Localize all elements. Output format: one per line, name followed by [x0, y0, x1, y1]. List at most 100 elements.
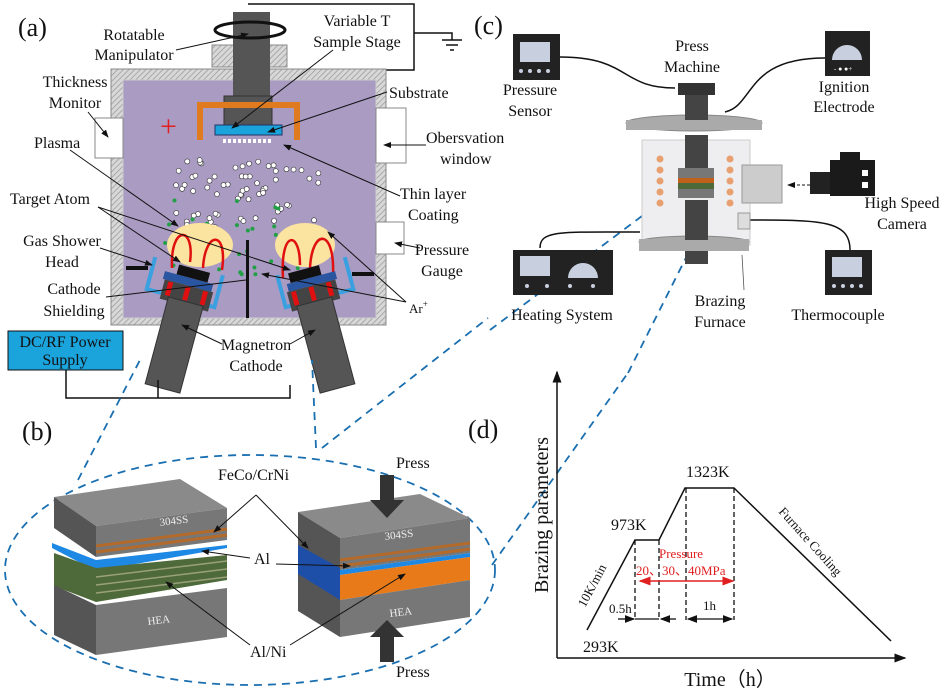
- press-down-arrow-icon: [370, 475, 404, 518]
- target-atom: [220, 182, 227, 188]
- press-machine: [678, 83, 715, 95]
- sample-stack-layer: [678, 178, 714, 183]
- argon-ion: [235, 199, 240, 204]
- heating-rate-label: 10K/min: [574, 561, 609, 609]
- rotation-arrow-icon: [213, 20, 287, 40]
- target-atom: [173, 210, 180, 216]
- block-label: HEA: [389, 605, 413, 620]
- target-atom: [192, 172, 199, 179]
- label: Head: [45, 254, 79, 271]
- stage-body: [223, 95, 273, 127]
- furnace-cooling-label: Furnace Cooling: [776, 504, 846, 579]
- target-atom: [271, 218, 277, 224]
- heating-coil: [656, 188, 664, 196]
- target-atom: [246, 160, 252, 167]
- label: Target Atom: [10, 191, 90, 208]
- target-atom: [290, 166, 297, 173]
- label: Plasma: [34, 135, 80, 152]
- al-label: Al: [254, 551, 271, 568]
- argon-ion: [276, 206, 281, 211]
- temp-973-label: 973K: [611, 517, 647, 534]
- heating-coil: [656, 177, 664, 185]
- block-label: 304SS: [159, 514, 189, 529]
- temp-1323-label: 1323K: [686, 464, 730, 481]
- label: Gas Shower: [23, 233, 101, 250]
- label: window: [440, 151, 492, 168]
- stack-before-brazing: 304SS HEA: [52, 479, 228, 655]
- argon-ion: [234, 223, 239, 228]
- panel-c-labels: Pressure Sensor Press Machine Ignition E…: [503, 38, 940, 331]
- press-ram-base: [685, 251, 708, 264]
- target-atom: [245, 196, 252, 203]
- argon-ion: [167, 222, 172, 227]
- heating-coil: [656, 199, 664, 207]
- label: Pressure: [415, 242, 469, 259]
- power-supply-box: [7, 330, 124, 371]
- label: Shielding: [43, 303, 104, 320]
- plasma-right: [275, 223, 335, 267]
- power-wire: [65, 370, 291, 399]
- label: Thermocouple: [791, 307, 884, 324]
- panel-b-tag: (b): [22, 417, 52, 446]
- panel-c-brazing-setup: (c): [474, 11, 940, 331]
- heating-coil: [726, 155, 734, 163]
- feco-label: FeCo/CrNi: [218, 467, 290, 484]
- pressure-values-label: 20、30、40MPa: [636, 563, 726, 578]
- heating-coil: [726, 166, 734, 174]
- target-atom: [212, 210, 219, 217]
- panel-b-joint-assembly: (b) 304SS HEA: [4, 179, 721, 686]
- target-atom: [184, 158, 191, 165]
- thermocouple-icon: [825, 250, 872, 295]
- svg-text:- ● ●+: - ● ●+: [834, 65, 852, 73]
- argon-ion: [295, 266, 300, 271]
- panel-a-leader-lines: [69, 32, 426, 345]
- label: Coating: [408, 207, 459, 224]
- heating-coil: [656, 166, 664, 174]
- label: Heating System: [511, 307, 613, 324]
- target-atom: [252, 215, 259, 221]
- plus-sign-icon: +: [160, 110, 177, 143]
- target-atom: [211, 173, 218, 180]
- magnetic-field-lines: [170, 233, 335, 279]
- label: Variable T: [324, 13, 391, 30]
- target-atom: [175, 168, 182, 174]
- target-atom: [283, 166, 290, 173]
- hold-1h-label: 1h: [703, 598, 717, 613]
- cables: [539, 56, 851, 251]
- target-atom: [239, 163, 246, 170]
- argon-ion: [250, 226, 255, 231]
- press-up-arrow-icon: [370, 620, 404, 662]
- argon-ion: [272, 224, 277, 229]
- label: Cathode: [229, 358, 282, 375]
- label: Press: [675, 38, 709, 55]
- label: Ar+: [409, 299, 428, 316]
- label: Manipulator: [94, 47, 174, 64]
- manipulator-shaft: [233, 12, 270, 100]
- label: Thin layer: [400, 186, 467, 203]
- ignition-electrode-icon: - ● ●+: [825, 31, 870, 76]
- argon-ion: [239, 272, 244, 277]
- target-atom: [306, 175, 313, 182]
- alni-label: Al/Ni: [250, 644, 287, 661]
- target-atom: [243, 186, 250, 192]
- viewport: [741, 164, 783, 204]
- target-atom: [181, 182, 188, 188]
- argon-ion: [269, 259, 274, 264]
- argon-ion: [163, 241, 168, 246]
- label: Substrate: [389, 85, 449, 102]
- pressure-gauge-port: [375, 221, 405, 255]
- target-atom: [272, 168, 279, 174]
- power-supply-label: DC/RF Power: [19, 334, 111, 351]
- pressure-label: Pressure: [659, 546, 703, 561]
- label: Monitor: [49, 95, 102, 112]
- panel-b-leader-lines: [165, 494, 406, 646]
- label: Thickness: [43, 74, 108, 91]
- minus-sign-icon: [126, 266, 148, 270]
- target-atom: [206, 215, 213, 221]
- observation-window-port: [375, 107, 407, 164]
- target-atom: [298, 167, 305, 173]
- argon-ion: [273, 205, 278, 210]
- ground-wire: [414, 32, 453, 40]
- heating-coils: [656, 155, 734, 207]
- target-atom: [270, 162, 277, 169]
